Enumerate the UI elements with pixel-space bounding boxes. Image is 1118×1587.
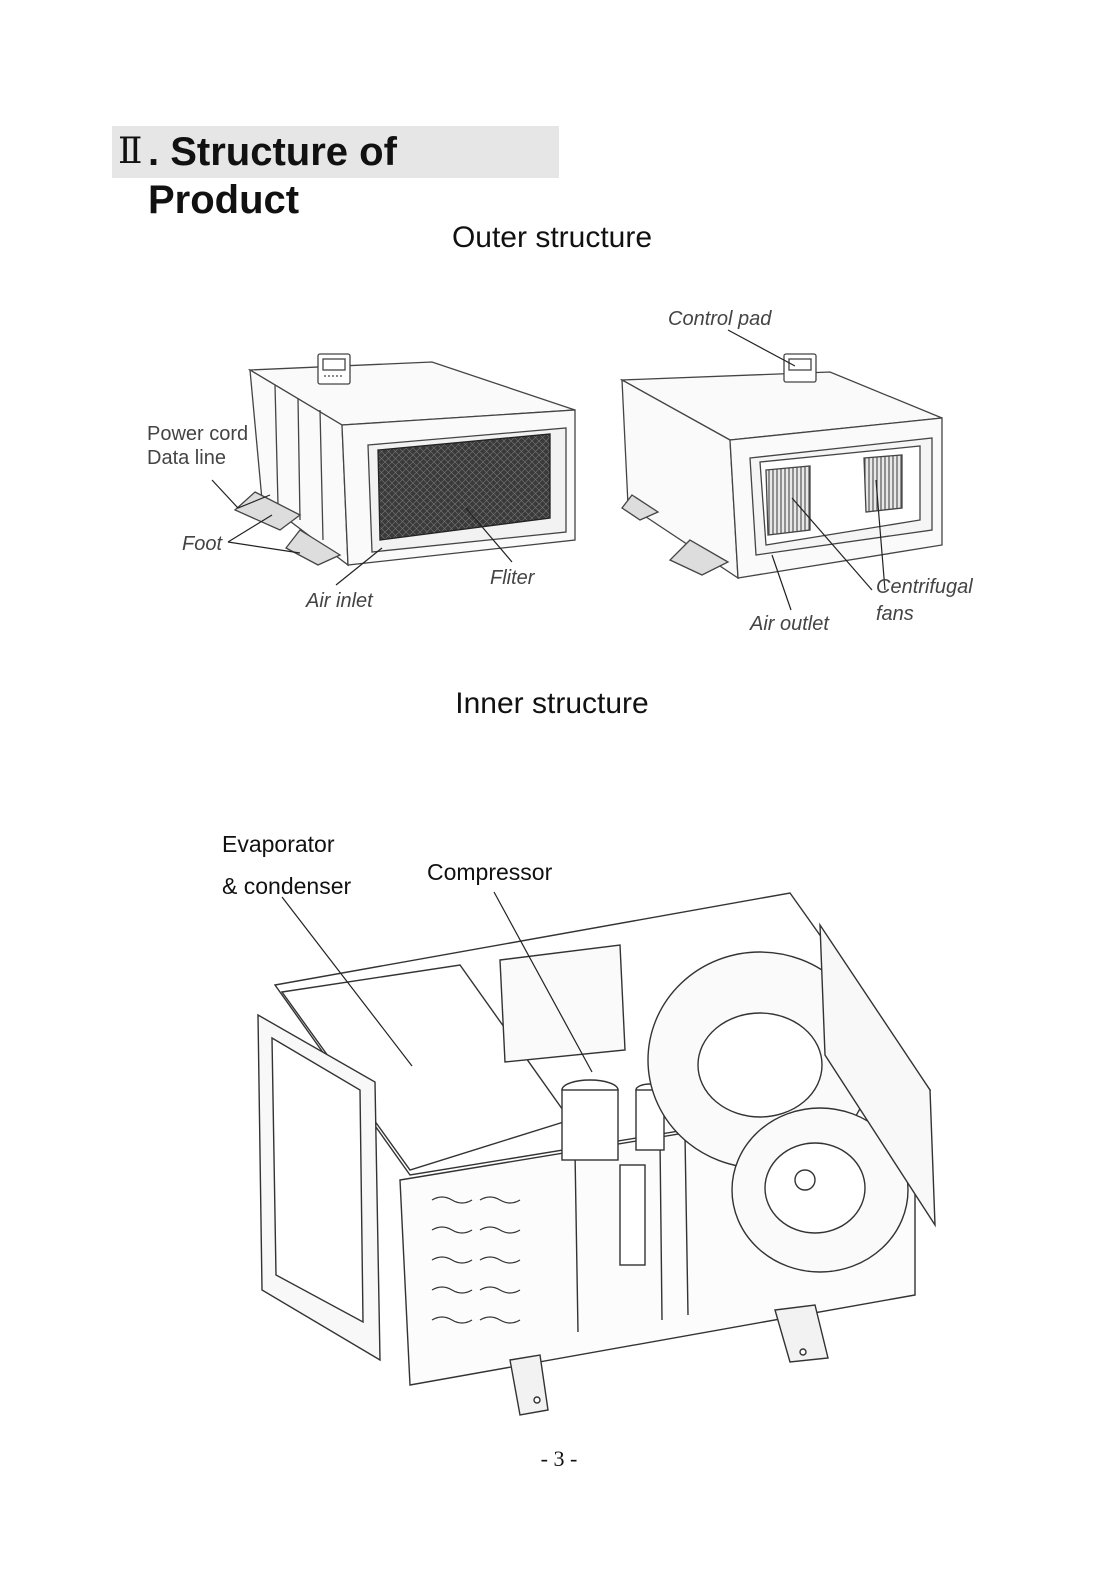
label-data-line: Data line <box>147 447 226 469</box>
unit-front-view <box>233 353 576 567</box>
label-power-cord: Power cord <box>147 423 248 445</box>
inner-leader-lines <box>281 891 593 1073</box>
inner-unit-drawing <box>257 892 936 1416</box>
section-title: . Structure of Product <box>148 130 397 222</box>
inner-structure-title: Inner structure <box>455 687 649 720</box>
label-control-pad: Control pad <box>668 308 772 330</box>
outer-structure-title: Outer structure <box>451 221 653 254</box>
section-number: Ⅱ <box>118 131 143 172</box>
page-number: - 3 - <box>540 1446 578 1471</box>
outer-structure-figure: Power cord Data line Foot Air inlet Flit… <box>147 308 973 635</box>
label-condenser: & condenser <box>222 873 351 899</box>
coil-pattern <box>431 1196 521 1324</box>
outer-leader-lines <box>211 329 886 611</box>
label-fans: fans <box>876 603 914 625</box>
label-evaporator: Evaporator <box>222 831 335 857</box>
section-heading: Ⅱ . Structure of Product <box>112 126 559 222</box>
label-foot: Foot <box>182 533 223 555</box>
label-centrifugal: Centrifugal <box>876 576 973 598</box>
inner-structure-figure: Evaporator & condenser Compressor <box>222 831 936 1416</box>
label-air-inlet: Air inlet <box>305 590 374 612</box>
label-air-outlet: Air outlet <box>749 613 830 635</box>
label-compressor: Compressor <box>427 859 553 885</box>
label-filter: Fliter <box>490 567 536 589</box>
unit-rear-view <box>619 353 943 580</box>
